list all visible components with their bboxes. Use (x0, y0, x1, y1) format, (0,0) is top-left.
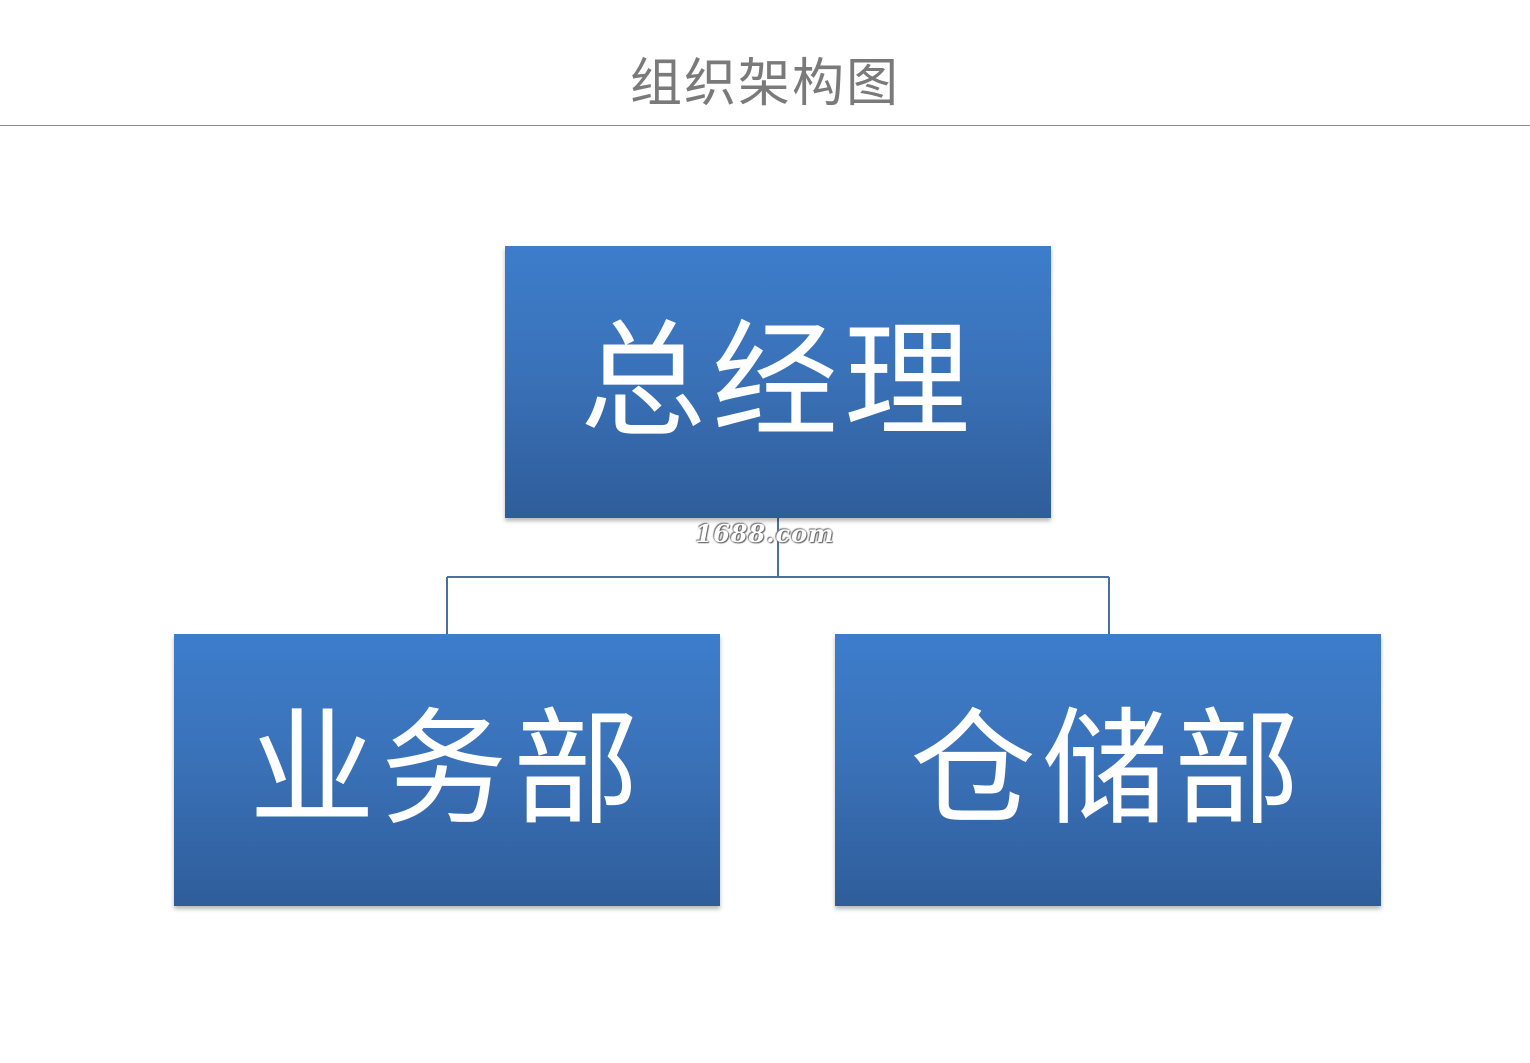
org-node-sales-department[interactable]: 业务部 (174, 634, 720, 906)
org-node-general-manager[interactable]: 总经理 (505, 246, 1051, 518)
org-node-label: 仓储部 (910, 696, 1306, 843)
org-node-label: 业务部 (249, 696, 645, 843)
page-title: 组织架构图 (629, 54, 900, 114)
org-node-warehouse-department[interactable]: 仓储部 (835, 634, 1381, 906)
watermark-text: 1688.com (695, 519, 835, 548)
org-node-label: 总经理 (580, 308, 976, 455)
title-divider (0, 125, 1530, 126)
